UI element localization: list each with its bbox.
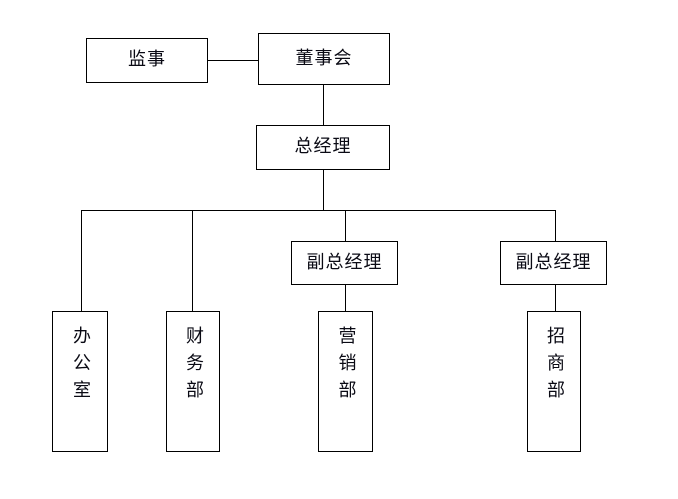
node-marketing-dept-label: 营销部	[335, 326, 357, 407]
node-supervisor-label: 监事	[128, 49, 166, 71]
connector-bus-to-deputy-gm-right	[555, 210, 556, 242]
connector-deputy-gm-right-to-investment-dept	[555, 284, 556, 311]
node-general-manager[interactable]: 总经理	[256, 125, 390, 170]
node-office-label: 办公室	[70, 326, 91, 407]
node-deputy-general-manager-left[interactable]: 副总经理	[291, 241, 398, 285]
connector-bus-to-finance-dept	[192, 210, 193, 311]
connector-supervisor-to-board	[207, 60, 259, 61]
node-deputy-general-manager-left-label: 副总经理	[306, 251, 383, 273]
node-finance-dept-label: 财务部	[183, 326, 204, 407]
node-investment-dept[interactable]: 招商部	[527, 311, 581, 452]
connector-main-horizontal-bus	[81, 210, 556, 211]
node-deputy-general-manager-right[interactable]: 副总经理	[500, 241, 607, 285]
node-finance-dept[interactable]: 财务部	[166, 311, 220, 452]
node-office[interactable]: 办公室	[52, 311, 108, 452]
connector-board-to-general-manager	[323, 84, 324, 126]
node-general-manager-label: 总经理	[294, 136, 352, 158]
connector-general-manager-to-bus	[323, 169, 324, 211]
connector-bus-to-office	[81, 210, 82, 311]
node-deputy-general-manager-right-label: 副总经理	[515, 251, 592, 273]
node-investment-dept-label: 招商部	[544, 326, 565, 407]
node-supervisor[interactable]: 监事	[86, 38, 208, 83]
node-board-of-directors-label: 董事会	[295, 47, 353, 69]
node-marketing-dept[interactable]: 营销部	[318, 311, 373, 452]
node-board-of-directors[interactable]: 董事会	[258, 33, 390, 85]
connector-deputy-gm-left-to-marketing-dept	[345, 284, 346, 311]
connector-bus-to-deputy-gm-left	[345, 210, 346, 242]
